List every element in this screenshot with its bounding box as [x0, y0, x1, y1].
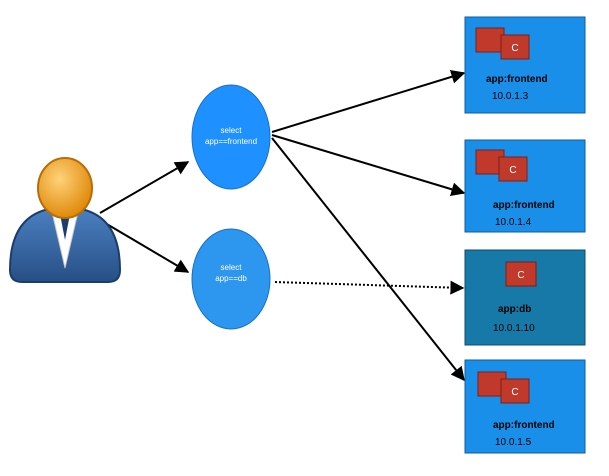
selector-db-line1: select: [221, 263, 243, 272]
svg-text:C: C: [509, 165, 516, 176]
svg-text:C: C: [517, 270, 524, 281]
pod-4-label: app:frontend: [493, 420, 555, 431]
svg-text:C: C: [511, 43, 518, 54]
selector-frontend-line2: app==frontend: [205, 137, 257, 146]
selector-frontend: select app==frontend: [191, 84, 271, 190]
selector-db-line2: app==db: [215, 274, 247, 283]
pod-4-ip: 10.0.1.5: [495, 437, 532, 448]
arrow-user-to-db-selector: [99, 219, 190, 273]
arrow-user-to-frontend-selector: [99, 161, 190, 214]
arrow-frontend-to-pod-4: [271, 137, 465, 382]
pod-4: C app:frontend 10.0.1.5: [464, 359, 586, 454]
connectors: [99, 70, 466, 382]
pod-2-label: app:frontend: [493, 200, 555, 211]
pod-2: C app:frontend 10.0.1.4: [464, 139, 586, 233]
pod-3: C app:db 10.0.1.10: [464, 249, 586, 346]
container-icon: C: [475, 27, 530, 60]
selector-db: select app==db: [191, 228, 271, 330]
pod-3-ip: 10.0.1.10: [493, 323, 535, 334]
arrow-frontend-to-pod-1: [271, 70, 466, 133]
svg-text:C: C: [511, 387, 518, 398]
pod-2-ip: 10.0.1.4: [495, 217, 532, 228]
arrow-db-to-pod-3: [274, 280, 465, 295]
user-icon: [8, 157, 122, 283]
selector-frontend-line1: select: [221, 126, 243, 135]
pod-1-label: app:frontend: [486, 74, 548, 85]
container-icon: C: [477, 371, 530, 404]
arrow-frontend-to-pod-2: [271, 134, 466, 197]
pod-1: C app:frontend 10.0.1.3: [464, 16, 586, 114]
container-icon: C: [475, 149, 528, 182]
container-icon: C: [505, 261, 537, 287]
pod-1-ip: 10.0.1.3: [492, 91, 529, 102]
pod-3-label: app:db: [498, 304, 531, 315]
